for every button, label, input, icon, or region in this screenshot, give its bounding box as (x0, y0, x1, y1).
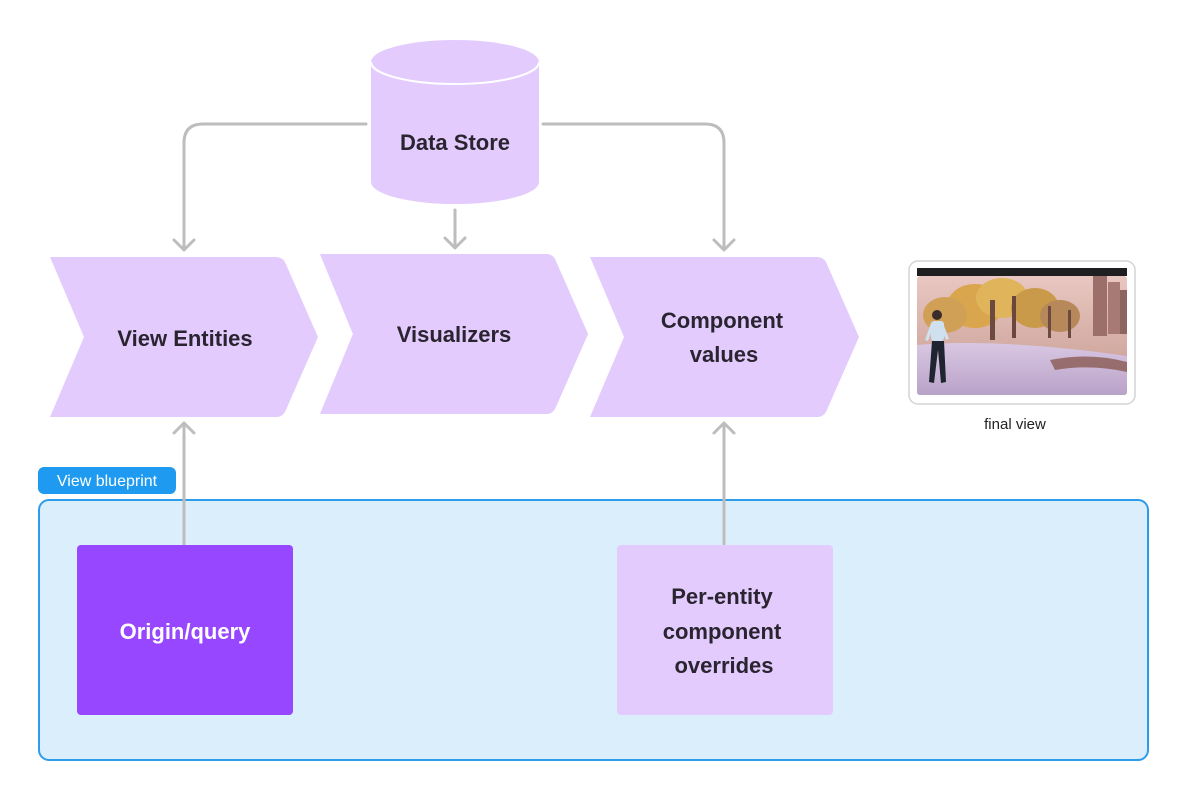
stage-view-entities: View Entities (50, 257, 318, 417)
stage-visualizers: Visualizers (320, 254, 588, 414)
final-view-thumbnail (908, 260, 1136, 405)
arrowhead-visualizers (443, 236, 467, 250)
per-entity-overrides-box: Per-entity component overrides (617, 545, 833, 715)
stage-component-values-label-line2: values (690, 342, 759, 367)
final-view-caption: final view (984, 416, 1046, 433)
thumbnail-scene (917, 276, 1127, 395)
blueprint-region (38, 499, 1149, 761)
arrowhead-component-values (712, 238, 736, 252)
arrowhead-up-view-entities (172, 421, 196, 435)
origin-query-label: Origin/query (120, 619, 252, 644)
blueprint-tag: View blueprint (38, 467, 176, 494)
connectors-from-data-store (172, 122, 736, 252)
data-store-label: Data Store (400, 130, 510, 155)
stage-component-values-label-line1: Component (661, 308, 784, 333)
stage-visualizers-label: Visualizers (397, 322, 512, 347)
arrowhead-view-entities (172, 238, 196, 252)
overrides-label-line2: component (663, 619, 782, 644)
stage-view-entities-label: View Entities (117, 326, 252, 351)
overrides-label-line3: overrides (674, 653, 773, 678)
data-store-cylinder: Data Store (370, 40, 540, 204)
connectors-from-blueprint (172, 421, 736, 546)
origin-query-box: Origin/query (77, 545, 293, 715)
thumbnail-titlebar (917, 268, 1127, 276)
connector-store-to-view-entities (182, 122, 368, 251)
arrowhead-up-component-values (712, 421, 736, 435)
overrides-label-line1: Per-entity (671, 584, 773, 609)
connector-store-to-component-values (541, 122, 726, 251)
blueprint-tag-label: View blueprint (57, 473, 158, 490)
stage-component-values: Component values (590, 257, 859, 417)
